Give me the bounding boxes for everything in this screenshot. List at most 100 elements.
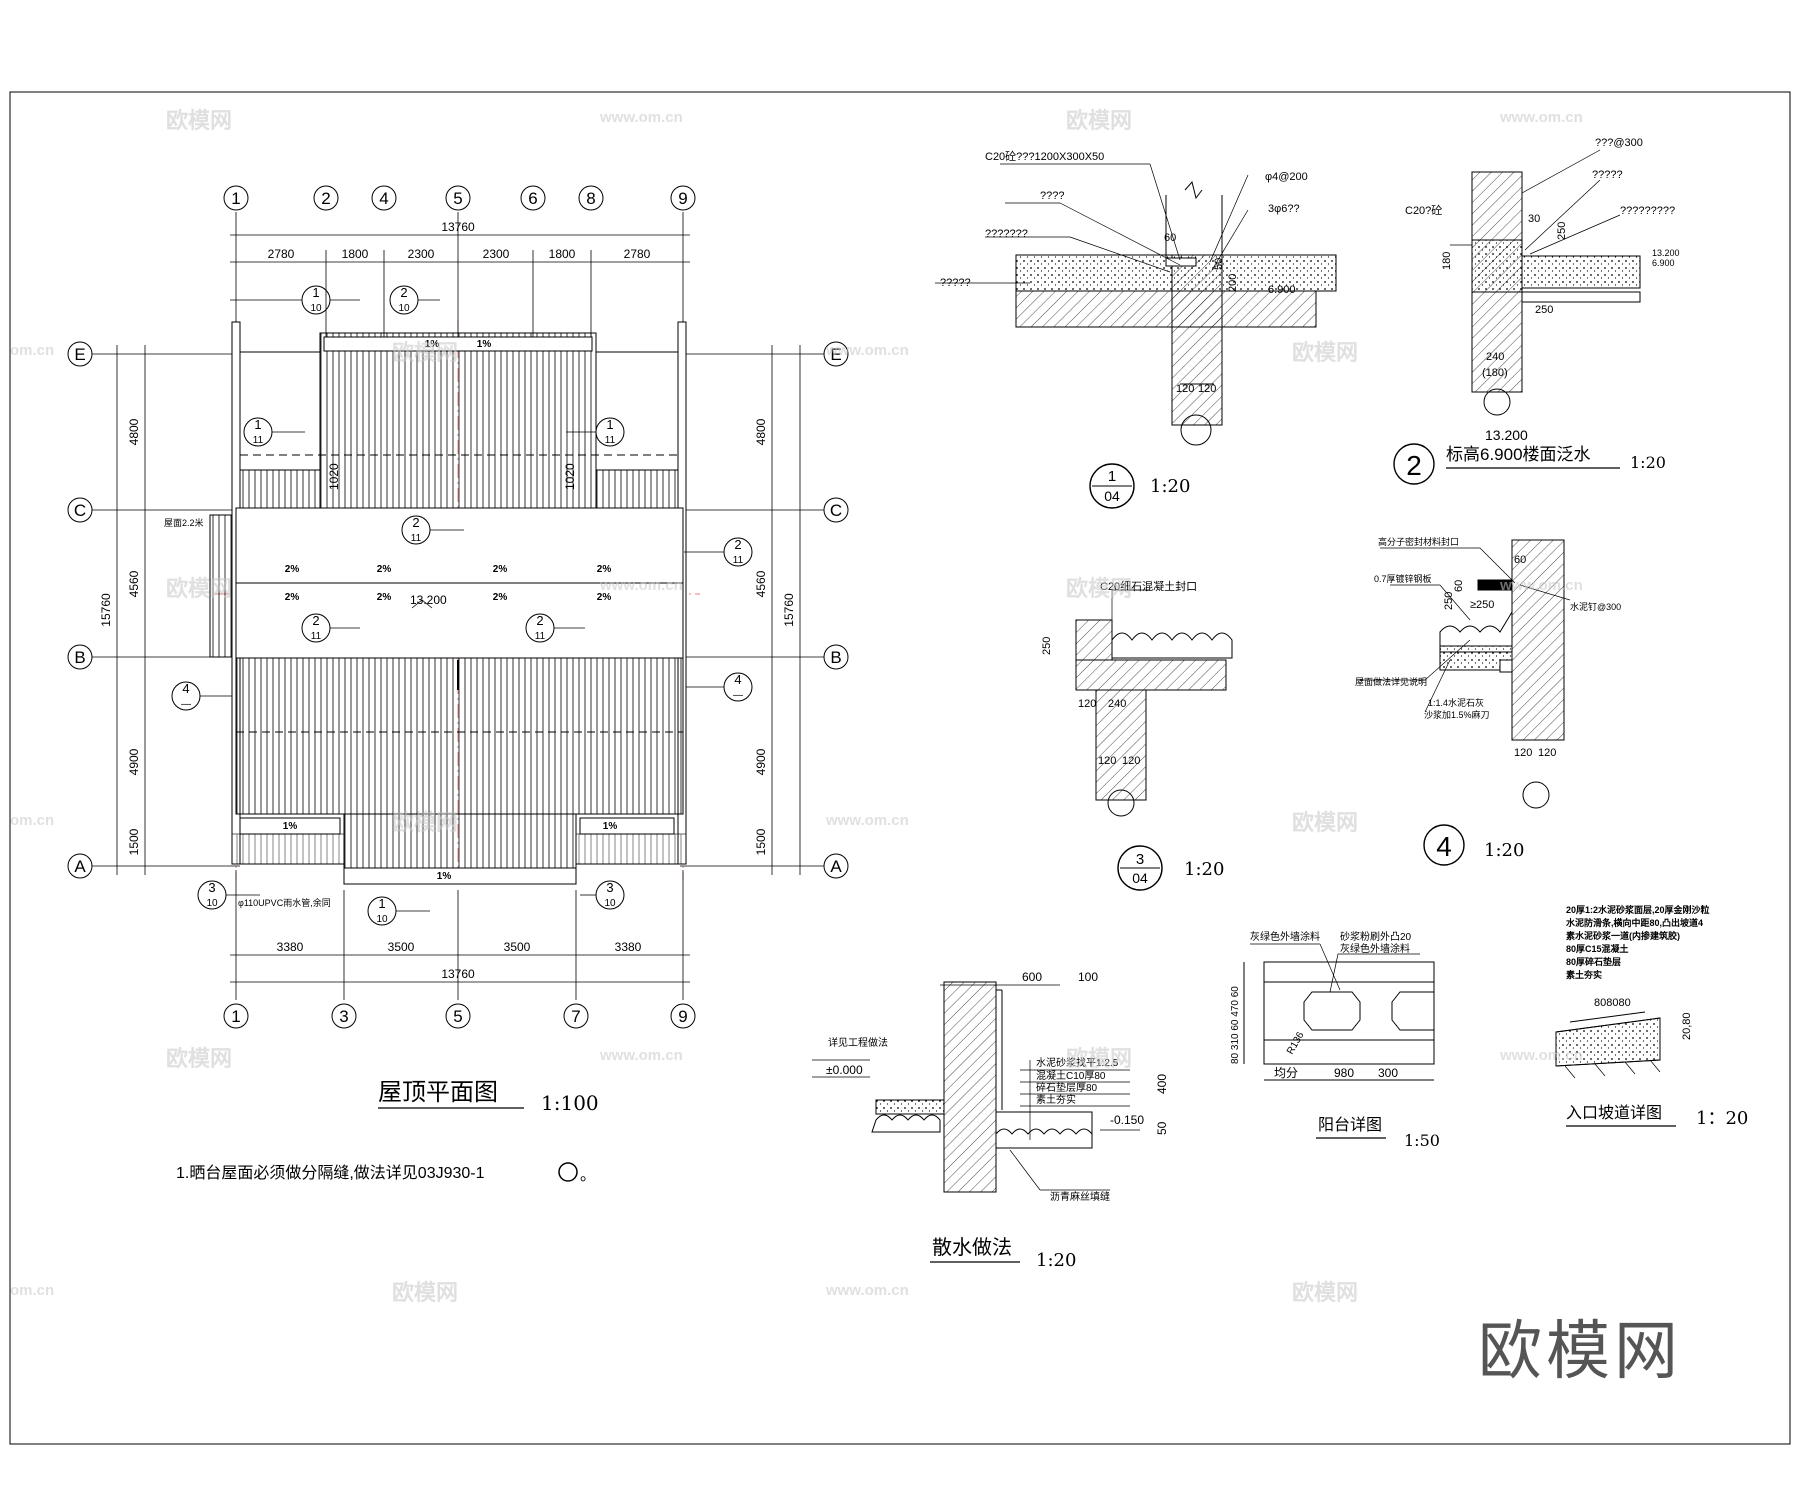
detail-apron: 600 100 水泥砂浆找平1:2.5 混凝土C10厚80 碎石垫层厚80 素土… [812,970,1169,1271]
detail-ref-icon [1089,463,1135,509]
dim-text: 6.900 [1652,258,1675,268]
axis-label: 5 [453,189,462,208]
ref-sheet: 04 [1104,488,1120,504]
axis-label: 2 [321,189,330,208]
callout-sheet: 10 [310,303,322,314]
dim-text: 600 [1022,970,1042,984]
callout-number: 3 [208,880,215,895]
watermark-url: www.om.cn [825,1282,909,1299]
callout-number: 2 [400,285,407,300]
detail-ramp: 20厚1:2水泥砂浆面层,20厚金刚沙粒 水泥防滑条,横向中距80,凸出坡道4 … [1555,904,1748,1129]
dim-text: 13760 [441,967,475,981]
callout-sheet: 11 [605,435,616,446]
detail-scale: 1:20 [1484,840,1524,861]
dim-text: 3380 [277,940,304,954]
detail-scale: 1:20 [1184,859,1224,880]
callout-number: 2 [734,537,741,552]
dim-text: 120 [1098,755,1116,767]
axis-bubble [223,1003,249,1029]
label: C20细石混凝土封口 [1100,579,1197,593]
callout-number: 1 [312,285,319,300]
label: ???? [1040,190,1064,202]
axis-label: C [830,501,842,520]
callout-number: 1 [606,417,613,432]
slope-label: 1% [425,339,440,350]
watermark-url: www.om.cn [599,577,683,594]
axis-label: E [74,345,85,364]
dim-text: 60 [1514,554,1526,566]
label: 素水泥砂浆一道(内掺建筑胶) [1566,930,1680,941]
dim-text: 1020 [327,463,341,490]
dim-text: 15760 [99,593,113,627]
axis-label: 9 [678,189,687,208]
watermark-url: www.om.cn [1499,577,1583,594]
label: φ4@200 [1265,171,1308,183]
watermark-brand: 欧模网 [166,108,232,133]
dim-text: 4800 [754,418,768,445]
dim-text: 50 [1155,1121,1169,1135]
label: 屋面做法详见说明 [1355,676,1427,687]
watermark-brand: 欧模网 [1292,1280,1358,1305]
callout-sheet: 11 [733,555,744,566]
dim-text: 1800 [342,247,369,261]
dim-text: 3500 [388,940,415,954]
label: ???@300 [1595,137,1643,149]
dim-text: 120 [1078,698,1096,710]
slope-label: 2% [493,592,508,603]
detail-balcony: 灰绿色外墙涂料 砂浆粉刷外凸20 灰绿色外墙涂料 80 310 60 470 6… [1230,930,1440,1150]
label: ????? [940,277,971,289]
slope-label: 2% [597,564,612,575]
dim-text: 250 [1443,592,1455,610]
callout-sheet: 11 [253,435,264,446]
label: 3φ6?? [1268,203,1300,215]
detail-title: 散水做法 [932,1236,1012,1259]
watermark-url: www.om.cn [599,109,683,126]
detail-title: 入口坡道详图 [1566,1104,1662,1122]
detail-ref-icon [1393,443,1435,485]
label: 1:1.4水泥石灰 [1428,697,1484,708]
axis-bubble [445,1003,471,1029]
label: C20砼???1200X300X50 [985,150,1104,163]
top-axis-bubbles [223,185,696,211]
ref-number: 4 [1436,831,1452,862]
watermark-brand: 欧模网 [166,1046,232,1071]
label: 素土夯实 [1036,1093,1076,1106]
dim-text: 3500 [504,940,531,954]
dim-text: 80 310 60 470 60 [1230,986,1241,1064]
axis-label: 1 [231,189,240,208]
detail-3-parapet: C20细石混凝土封口 250 120 240 120 120 3 04 1:20 [1041,579,1233,891]
watermark-brand: 欧模网 [1066,108,1132,133]
detail-1-eave: C20砼???1200X300X50 ???? ??????? ????? φ4… [935,150,1337,509]
detail-title: 标高6.900楼面泛水 [1446,445,1591,464]
detail-scale: 1:20 [1036,1250,1076,1271]
callout-number: 4 [182,681,189,696]
label: 20厚1:2水泥砂浆面层,20厚金刚沙粒 [1566,904,1710,915]
dim-text: 120 [1198,383,1216,395]
axis-bubble [563,1003,589,1029]
dim-text: 1020 [563,463,577,490]
dim-text: 250 [1041,637,1053,655]
axis-label: 4 [379,189,388,208]
dim-text: 300 [1378,1066,1398,1080]
label: C20?砼 [1405,204,1442,217]
axis-label: 5 [453,1007,462,1026]
detail-2-flashing: ???@300 ????? ????????? C20?砼 30 250 180… [1393,137,1680,485]
slope-label: 2% [377,592,392,603]
watermark-brand: 欧模网 [1066,576,1132,601]
note-tail: 。 [580,1167,596,1184]
ref-number: 3 [1136,851,1144,868]
dim-text: 180 [1441,252,1453,270]
callout-sheet: — [181,699,191,710]
label: 沙浆加1.5%麻刀 [1424,709,1490,720]
callout-number: 1 [378,896,385,911]
dim-text: 15760 [782,593,796,627]
dim-text: 2300 [408,247,435,261]
dim-text: 60 [1453,580,1465,592]
callout-sheet: 11 [535,631,546,642]
dim-text: 30 [1528,213,1540,225]
axis-bubble [223,185,249,211]
label: ??????? [985,228,1028,240]
callout-sheet: 10 [376,914,388,925]
axis-label: 7 [571,1007,580,1026]
